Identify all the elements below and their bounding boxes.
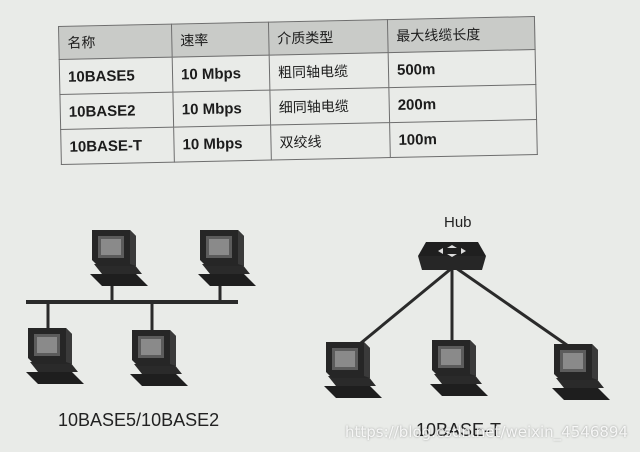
- computer-icon: [130, 330, 188, 386]
- header-rate: 速率: [171, 22, 270, 58]
- computer-icon: [430, 340, 488, 396]
- computer-icon: [324, 342, 382, 398]
- star-topology: [324, 242, 610, 400]
- star-caption: 10BASE-T: [416, 420, 502, 440]
- cell-rate: 10 Mbps: [173, 125, 272, 163]
- cell-rate: 10 Mbps: [172, 55, 270, 93]
- cell-name: 10BASE2: [59, 92, 174, 130]
- cell-name: 10BASE5: [59, 57, 173, 95]
- watermark-url: https://blog.csdn.net/weixin_4546894: [345, 423, 628, 441]
- cell-medium: 双绞线: [270, 122, 391, 161]
- topology-svg: [26, 230, 610, 400]
- cell-medium: 细同轴电缆: [269, 87, 390, 126]
- header-name: 名称: [58, 24, 173, 60]
- hub-label: Hub: [444, 214, 472, 231]
- cell-rate: 10 Mbps: [172, 90, 271, 128]
- cell-medium: 粗同轴电缆: [269, 52, 389, 91]
- bus-caption: 10BASE5/10BASE2: [58, 410, 220, 430]
- star-link: [455, 266, 575, 352]
- header-max-length: 最大线缆长度: [387, 16, 536, 53]
- topology-diagrams: Hub 10BASE5/10BASE2 10BASE-T: [0, 200, 640, 447]
- computer-icon: [90, 230, 148, 286]
- hub-icon: [418, 242, 486, 270]
- cell-max-length: 200m: [388, 84, 537, 123]
- ethernet-spec-table: 名称 速率 介质类型 最大线缆长度 10BASE5 10 Mbps 粗同轴电缆 …: [58, 16, 538, 165]
- cell-max-length: 100m: [389, 119, 538, 158]
- cell-name: 10BASE-T: [60, 127, 175, 165]
- star-link: [349, 266, 453, 354]
- bus-topology: [26, 230, 256, 386]
- header-medium: 介质类型: [268, 19, 389, 56]
- computer-icon: [552, 344, 610, 400]
- computer-icon: [198, 230, 256, 286]
- computer-icon: [26, 328, 84, 384]
- cell-max-length: 500m: [388, 49, 536, 88]
